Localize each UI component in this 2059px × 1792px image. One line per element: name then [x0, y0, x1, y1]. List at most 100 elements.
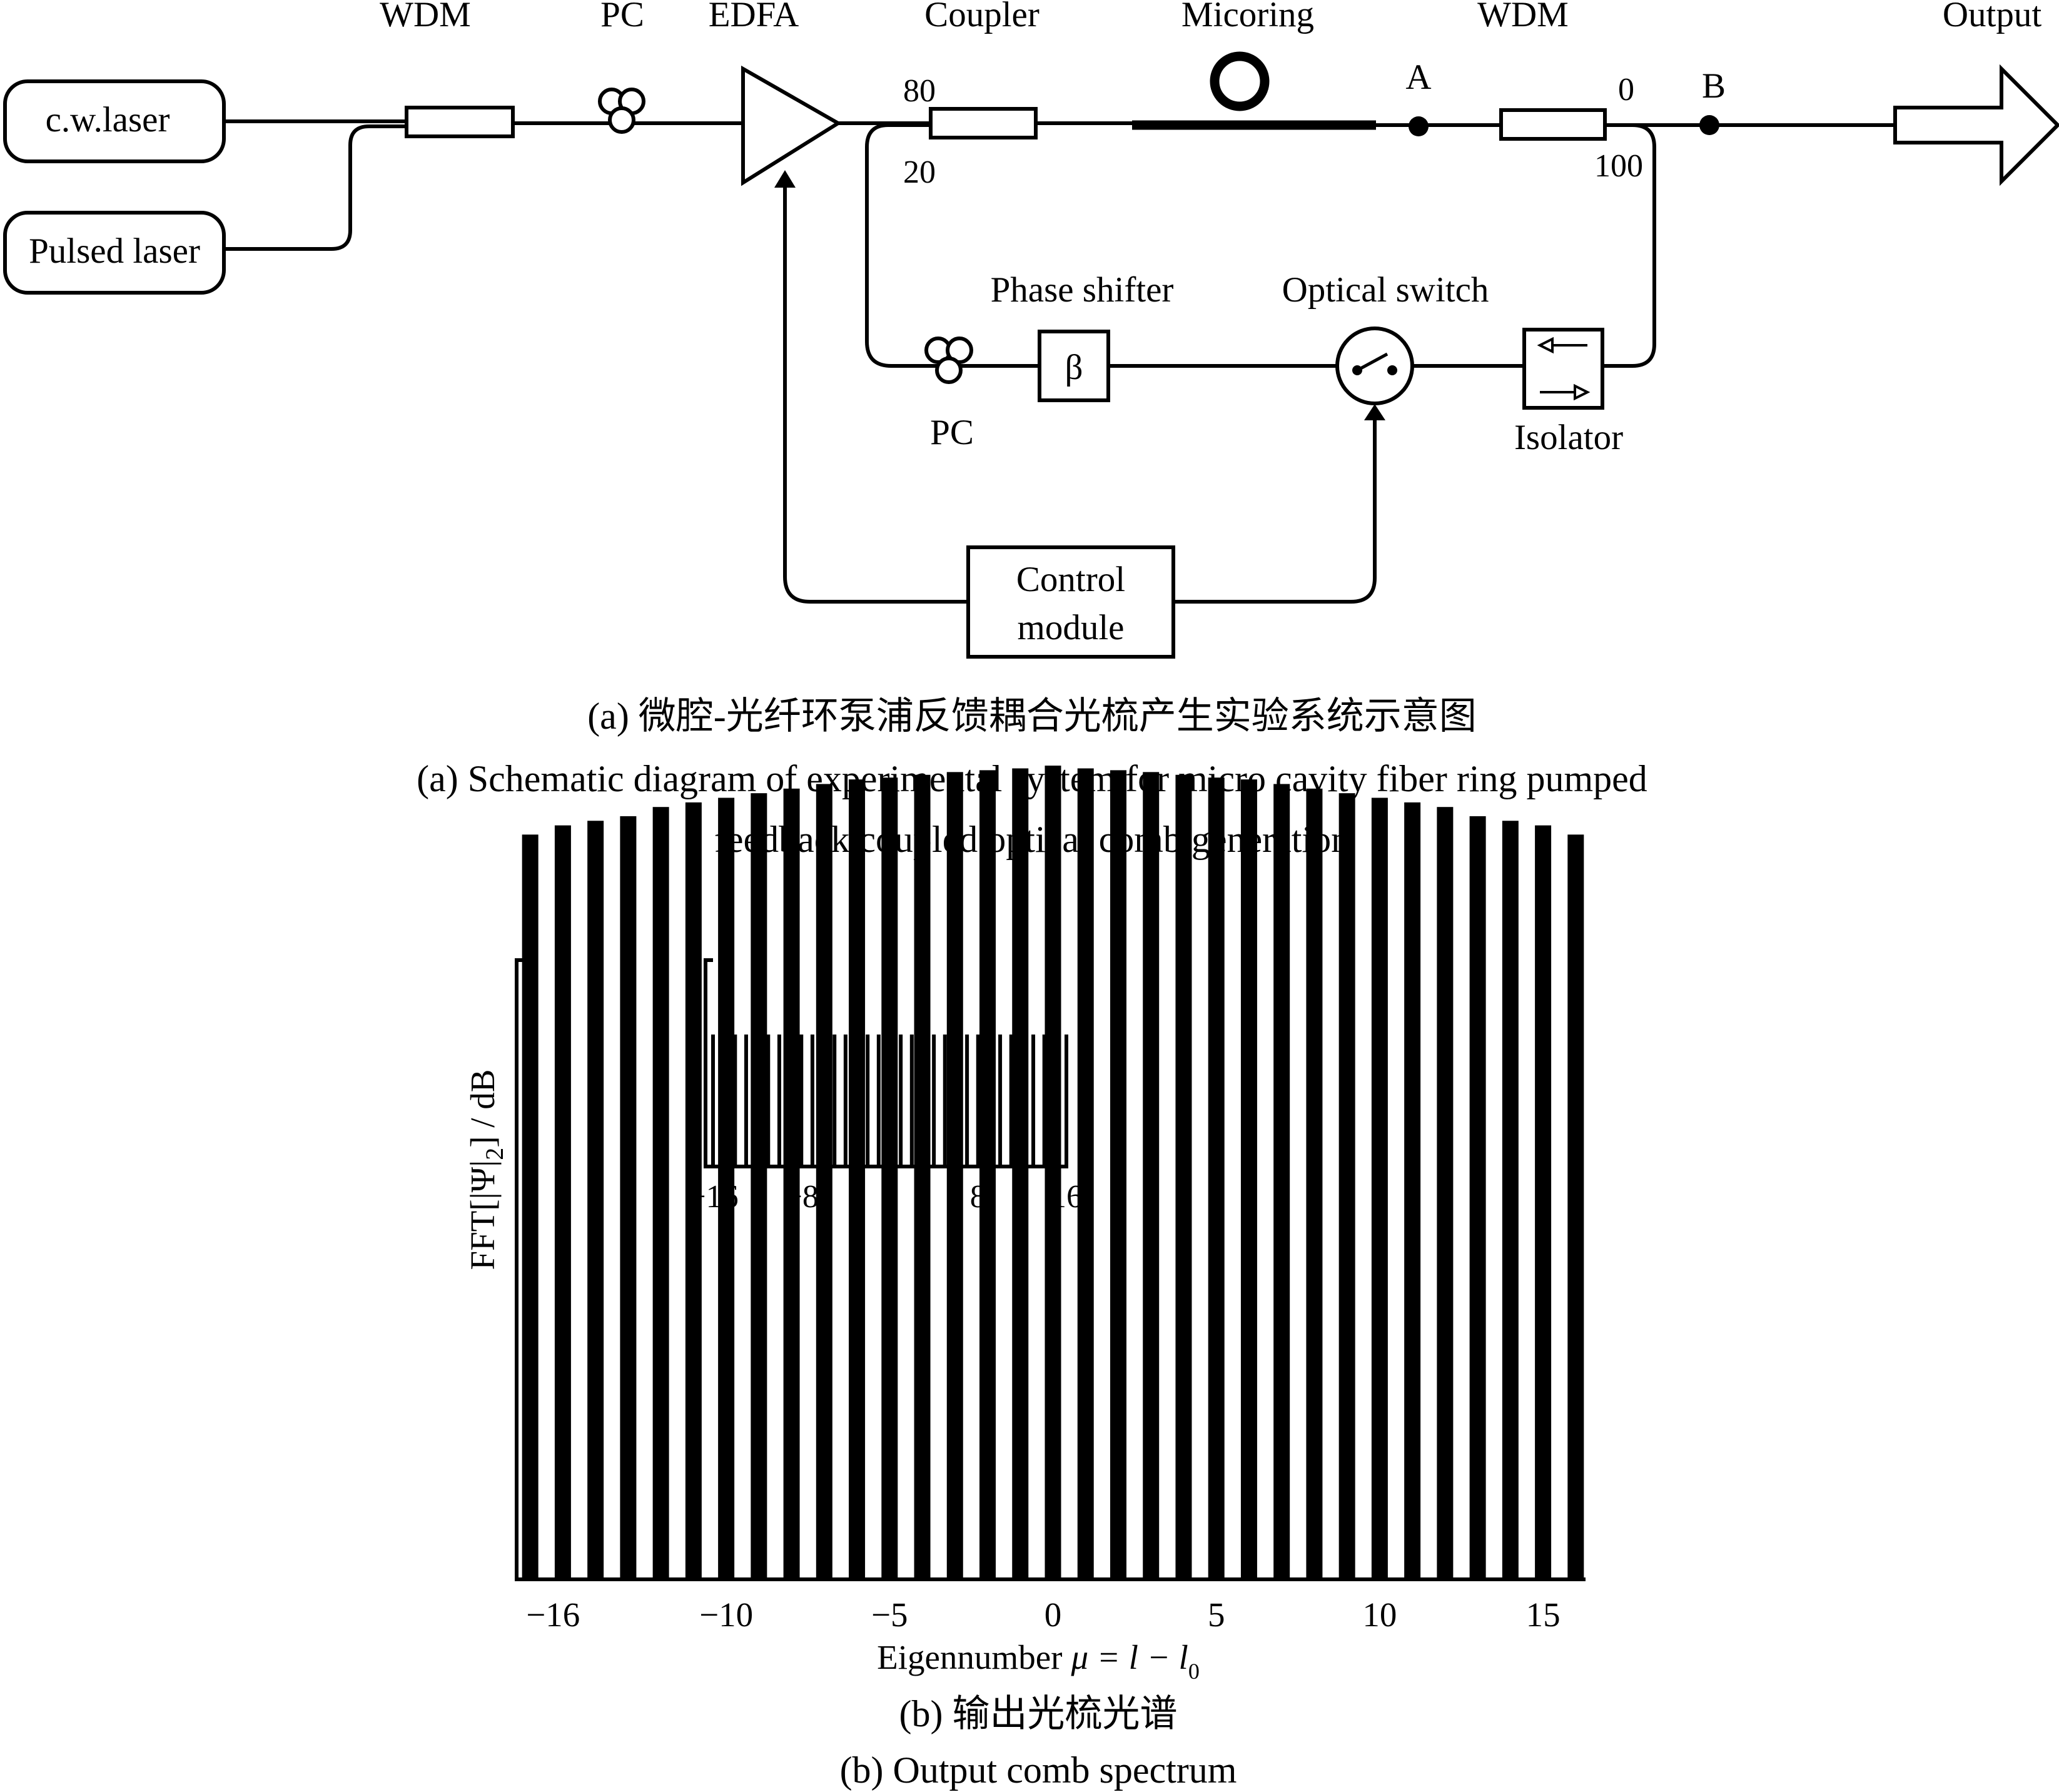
label-pc-top: PC [600, 0, 644, 34]
main-bar [1338, 793, 1355, 1579]
inset-bar [843, 1034, 847, 1167]
control-to-switch-line [1173, 416, 1377, 604]
caption-b-en: (b) Output comb spectrum [840, 1749, 1237, 1791]
inset-bar [1042, 1034, 1046, 1167]
inset-bar [976, 1034, 980, 1167]
main-bar [718, 797, 735, 1579]
main-xtick-label: 0 [1045, 1596, 1062, 1634]
inset-bar [755, 1034, 759, 1167]
main-bar [1404, 802, 1421, 1579]
main-bar [1012, 768, 1029, 1579]
main-bar [1502, 821, 1519, 1579]
main-bar [1306, 788, 1323, 1579]
inset-bar [965, 1034, 969, 1167]
main-bar [1077, 768, 1094, 1579]
control-module-line1: Control [1016, 560, 1125, 599]
ylabel-main: FFT[|Ψ| [463, 1160, 502, 1270]
inset-bar [1065, 1034, 1068, 1167]
main-chart-bars [522, 766, 1584, 1579]
inset-bar [998, 1034, 1003, 1167]
inset-bar [821, 1034, 826, 1167]
main-bar [849, 779, 866, 1579]
pulsed-laser-label: Pulsed laser [29, 231, 200, 271]
label-microring: Micoring [1181, 0, 1314, 34]
microring-icon [1210, 51, 1270, 111]
inset-bar [722, 1034, 726, 1167]
inset-bar [744, 1034, 748, 1167]
inset-bar [909, 1034, 914, 1167]
control-to-switch-arrowhead [1364, 404, 1385, 420]
label-wdm-in: WDM [380, 0, 471, 34]
inset-bar [1031, 1034, 1036, 1167]
inset-bar [899, 1034, 903, 1167]
inset-xtick-label: −8 [784, 1179, 819, 1215]
optical-switch [1335, 327, 1414, 405]
point-b-label: B [1702, 66, 1726, 106]
inset-bar [1009, 1034, 1013, 1167]
main-bar [946, 772, 963, 1579]
point-b-dot [1699, 115, 1719, 135]
pc-bottom-icon [924, 337, 973, 384]
schematic-diagram: WDM PC EDFA Coupler Micoring WDM Output … [3, 0, 2059, 860]
inset-bar [932, 1034, 936, 1167]
inset-xtick-label: −16 [687, 1179, 738, 1215]
main-bar [914, 774, 931, 1579]
main-bar [881, 777, 898, 1579]
fiber-wdm-to-isolator [1602, 123, 1656, 368]
inset-bar [866, 1034, 870, 1167]
main-bar [1371, 797, 1388, 1579]
inset-bar [766, 1034, 771, 1167]
inset-bar [832, 1034, 837, 1167]
inset-bar [1053, 1034, 1058, 1167]
wdm-out [1499, 108, 1607, 141]
fiber-phase-to-coupler [865, 123, 1040, 368]
main-xtick-label: −10 [699, 1596, 753, 1634]
main-bar [1273, 784, 1290, 1579]
label-output: Output [1943, 0, 2042, 34]
optical-switch-label: Optical switch [1282, 270, 1489, 310]
inset-bar [876, 1034, 881, 1167]
inset-bar [799, 1034, 804, 1167]
main-bar [652, 807, 669, 1579]
caption-a-en-line1: (a) Schematic diagram of experimental sy… [417, 758, 1647, 799]
control-module [966, 545, 1175, 659]
output-arrow-icon [1893, 64, 2059, 186]
inset-bar [777, 1034, 781, 1167]
main-xtick-label: 15 [1526, 1596, 1561, 1634]
inset-bar [711, 1034, 715, 1167]
isolator [1522, 328, 1604, 410]
wdm-port-100: 100 [1594, 148, 1643, 184]
inset-bar [733, 1034, 737, 1167]
point-a-label: A [1405, 58, 1431, 97]
inset-bar [854, 1034, 859, 1167]
main-bar [587, 821, 604, 1579]
xlabel-word: Eigennumber [877, 1638, 1062, 1676]
switch-icon [1352, 352, 1397, 375]
inset-bar [810, 1034, 814, 1167]
phase-shifter-label: Phase shifter [991, 270, 1174, 310]
phase-shifter [1038, 330, 1110, 402]
main-bar [1535, 825, 1552, 1579]
main-bar [620, 816, 637, 1579]
cw-laser-label: c.w.laser [46, 100, 170, 139]
pulsed-fiber [224, 124, 407, 251]
isolator-arrows-icon [1537, 337, 1591, 401]
inset-bar [987, 1034, 991, 1167]
phase-shifter-beta: β [1065, 348, 1083, 387]
main-bar [1437, 807, 1454, 1579]
caption-b-cn: (b) 输出光梳光谱 [899, 1693, 1178, 1734]
main-bar [751, 793, 767, 1579]
inset-bar [1020, 1034, 1024, 1167]
main-bar [1175, 774, 1192, 1579]
inset-chart-axes [704, 958, 1068, 1168]
wdm-port-0: 0 [1618, 72, 1634, 108]
control-to-edfa-arrowhead [774, 170, 796, 188]
main-bar [522, 834, 539, 1579]
label-coupler: Coupler [924, 0, 1040, 34]
label-edfa: EDFA [709, 0, 799, 34]
